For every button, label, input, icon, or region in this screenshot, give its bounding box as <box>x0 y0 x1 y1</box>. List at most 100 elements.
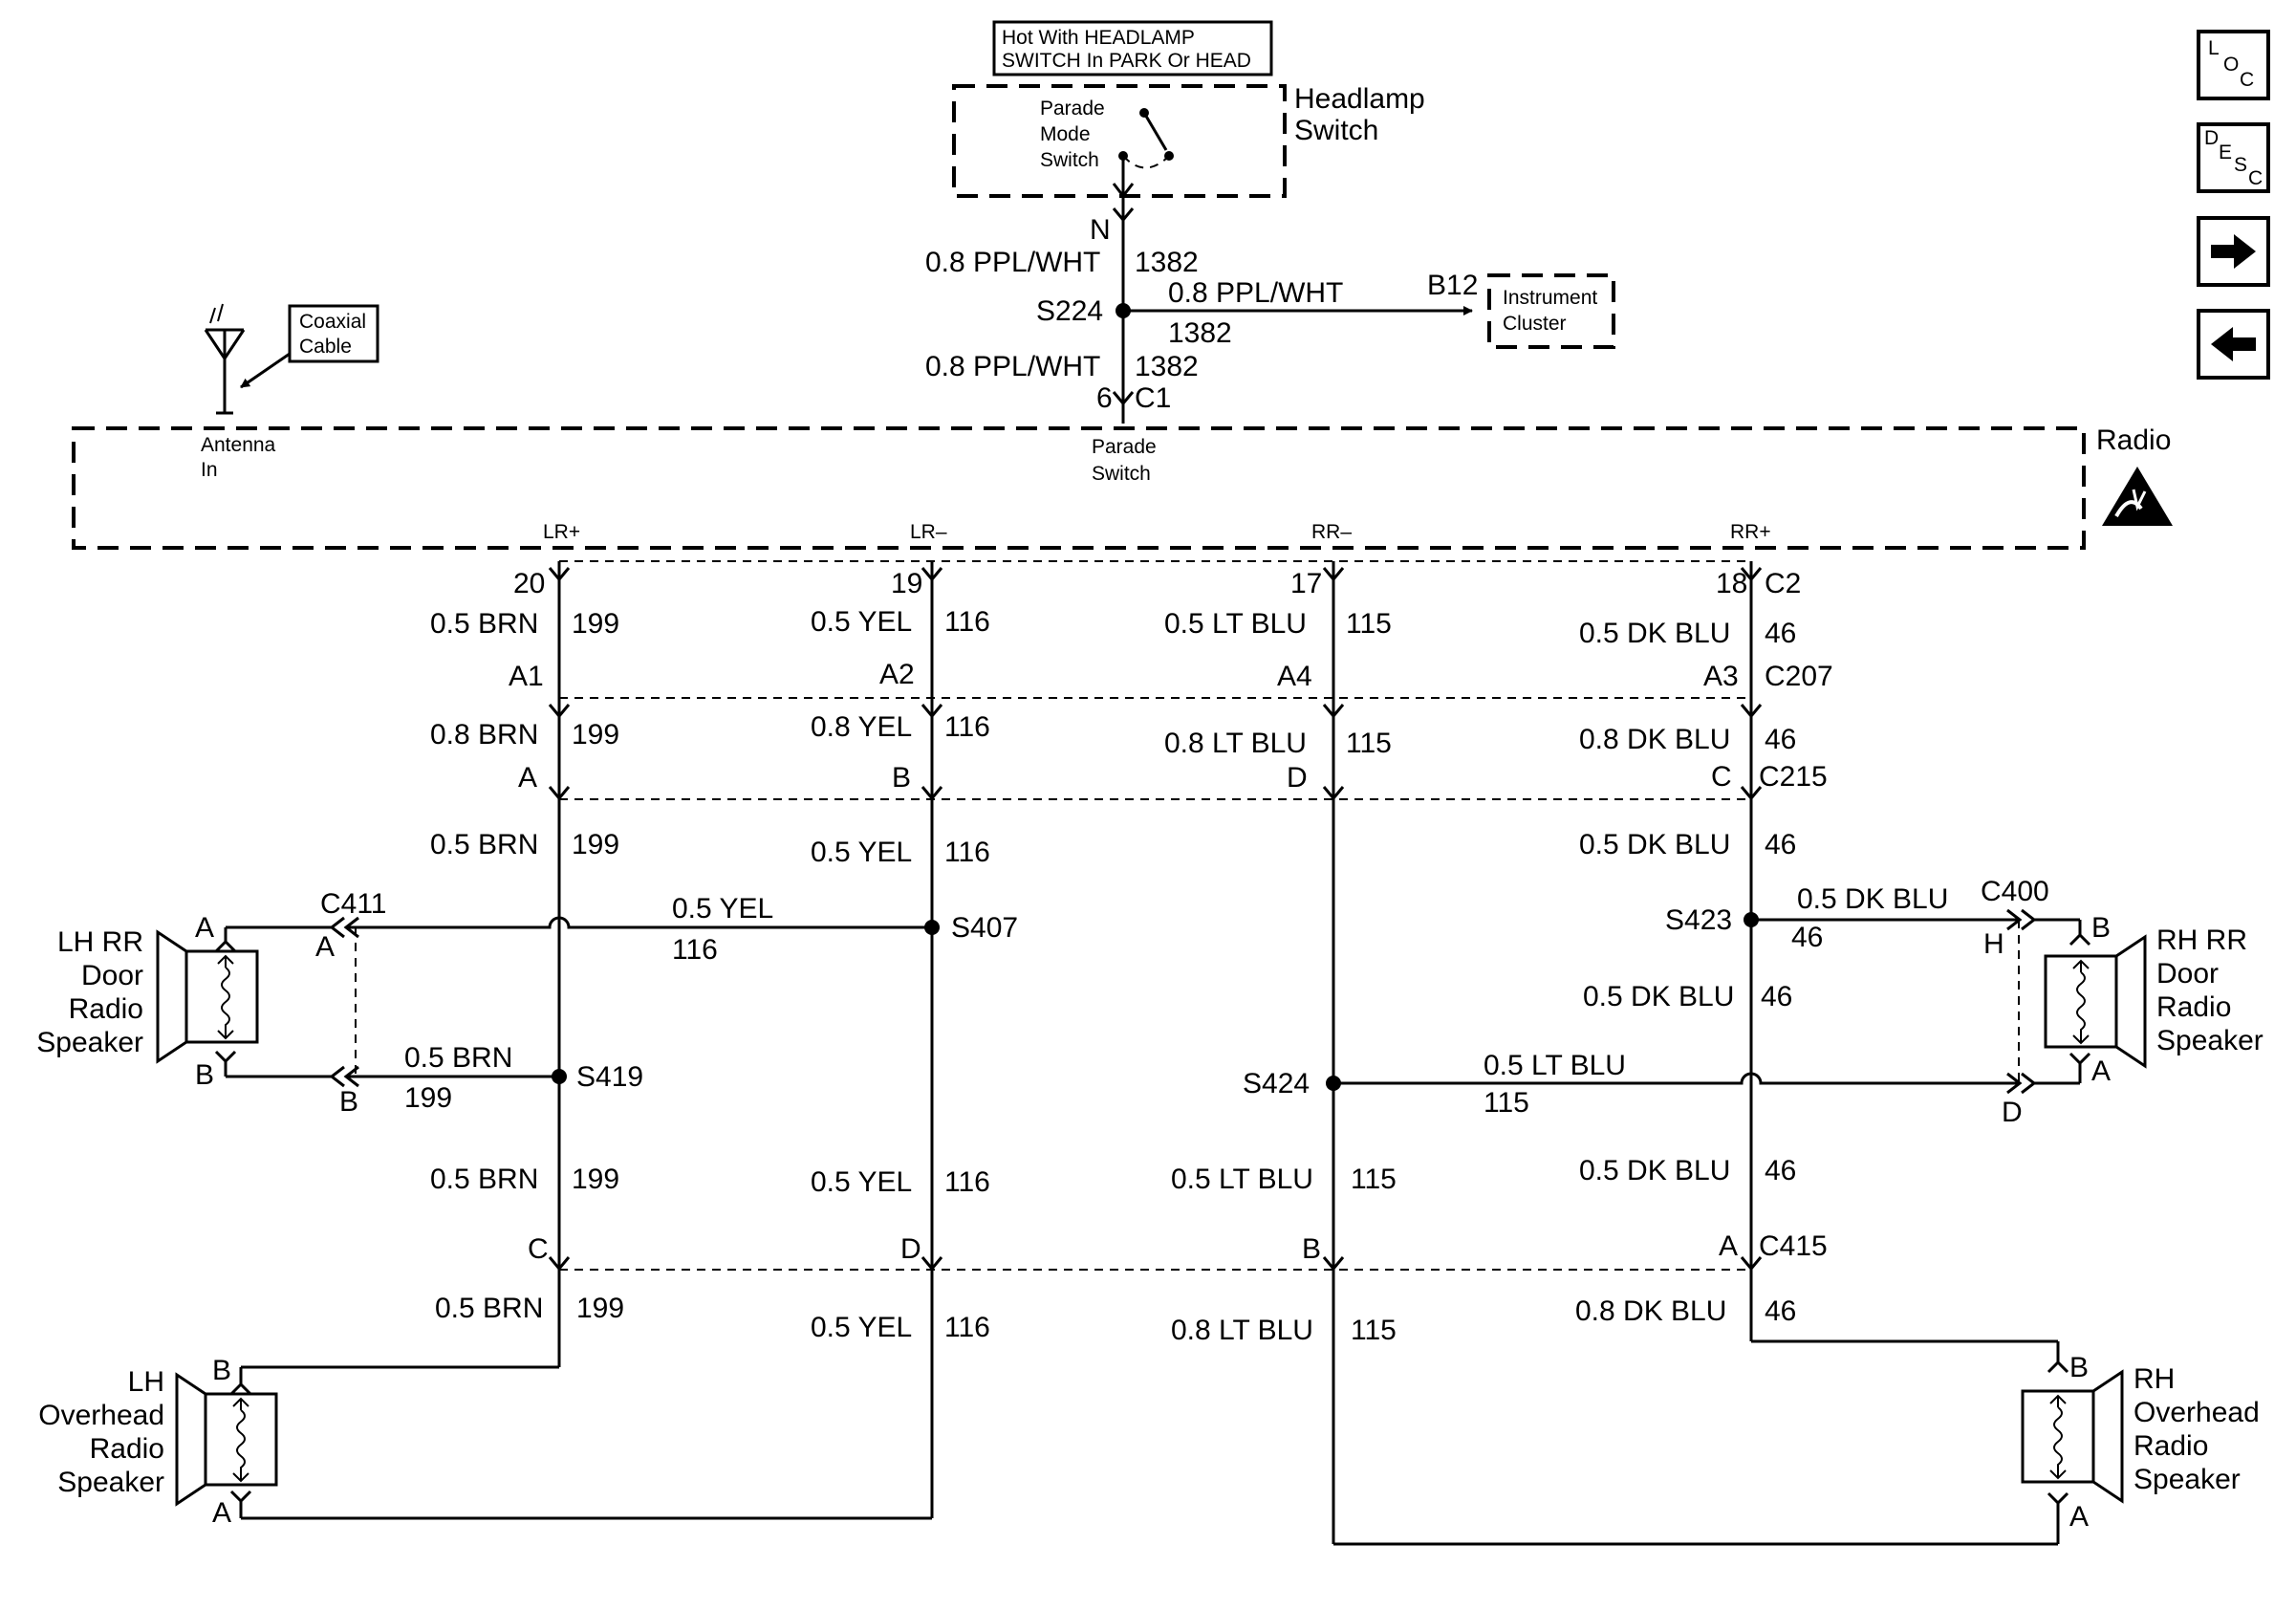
lr-minus-c215-pin: B <box>892 762 911 794</box>
c207-label: C207 <box>1765 661 1833 692</box>
lh-rr-door-pin-a: A <box>195 912 214 944</box>
lr-minus-seg5-wire: 0.5 YEL <box>811 1312 912 1343</box>
location-button[interactable]: L O C <box>2197 30 2270 100</box>
channel-lr-plus: 20 0.5 BRN 199 A1 0.8 BRN 199 A 0.5 BRN … <box>404 561 643 1367</box>
description-button-letter-4: C <box>2248 167 2263 189</box>
headlamp-switch-outline <box>952 84 1287 198</box>
splice-s407-label: S407 <box>951 912 1018 944</box>
c400-pin-d: D <box>2002 1097 2023 1128</box>
parade-mode-label-1: Parade <box>1040 98 1105 120</box>
lr-minus-seg2-circuit: 116 <box>944 711 990 743</box>
splice-s419-label: S419 <box>576 1061 643 1093</box>
previous-page-button[interactable] <box>2197 309 2270 380</box>
rr-plus-seg4-wire: 0.5 DK BLU <box>1579 1155 1730 1186</box>
lh-rr-door-label-3: Radio <box>69 993 143 1025</box>
radio-channel-rr-plus: RR+ <box>1730 521 1771 543</box>
splice-s224-label: S224 <box>1036 295 1103 327</box>
radio-antenna-label-2: In <box>201 459 218 481</box>
lr-plus-seg5-circuit: 199 <box>576 1293 624 1324</box>
rr-minus-c415-pin: B <box>1302 1233 1321 1265</box>
rr-plus-c415-pin: A <box>1719 1230 1738 1262</box>
rr-minus-seg2-circuit: 115 <box>1346 728 1392 759</box>
parade-circuit: 0.8 PPL/WHT 1382 S224 0.8 PPL/WHT 1382 B… <box>925 196 1478 424</box>
lr-plus-seg4-circuit: 199 <box>572 1164 619 1195</box>
instrument-cluster-line2: Cluster <box>1503 313 1567 335</box>
rr-plus-seg3b-wire: 0.5 DK BLU <box>1583 981 1734 1012</box>
lh-overhead-label-4: Speaker <box>57 1467 164 1498</box>
splice-s423-label: S423 <box>1665 904 1732 936</box>
lr-plus-seg1-circuit: 199 <box>572 608 619 640</box>
location-button-letter-3: C <box>2240 69 2254 91</box>
parade-branch-circuit: 1382 <box>1168 317 1232 349</box>
lr-plus-seg3-circuit: 199 <box>572 829 619 860</box>
headlamp-switch-title-1: Headlamp <box>1294 83 1425 115</box>
lh-rr-door-speaker: A B LH RR Door Radio Speaker <box>36 912 259 1091</box>
channel-lr-minus: 19 0.5 YEL 116 A2 0.8 YEL 116 B 0.5 YEL … <box>672 561 1018 1518</box>
location-button-letter-1: L <box>2208 37 2220 59</box>
rr-plus-radio-pin: 18 <box>1716 568 1747 599</box>
lr-plus-c215-pin: A <box>518 762 537 794</box>
lh-overhead-label-3: Radio <box>90 1433 164 1465</box>
parade-lower-wire: 0.8 PPL/WHT <box>925 351 1100 382</box>
rr-minus-seg1-circuit: 115 <box>1346 608 1392 640</box>
lr-minus-c207-pin: A2 <box>879 659 915 690</box>
radio-channel-lr-minus: LR– <box>910 521 947 543</box>
instrument-cluster-line1: Instrument <box>1503 287 1597 309</box>
rr-minus-seg5-wire: 0.8 LT BLU <box>1171 1315 1313 1346</box>
description-button-letter-1: D <box>2204 127 2219 149</box>
c415-label: C415 <box>1759 1230 1828 1262</box>
rr-plus-seg3b-circuit: 46 <box>1761 981 1792 1012</box>
parade-upper-wire: 0.8 PPL/WHT <box>925 247 1100 278</box>
next-page-button[interactable] <box>2197 216 2270 287</box>
lr-minus-seg3-circuit: 116 <box>944 837 990 868</box>
lr-minus-seg1-wire: 0.5 YEL <box>811 606 912 638</box>
rh-rr-door-wiring: C400 H D <box>1333 876 2080 1128</box>
rr-plus-seg4-circuit: 46 <box>1765 1155 1796 1186</box>
feed-label-line1: Hot With HEADLAMP <box>1002 27 1195 49</box>
lr-plus-branch-wire: 0.5 BRN <box>404 1042 512 1074</box>
headlamp-switch: Headlamp Switch Parade Mode Switch N <box>952 83 1425 246</box>
rh-overhead-pin-a: A <box>2069 1501 2089 1533</box>
lr-plus-branch-circuit: 199 <box>404 1082 452 1114</box>
lr-plus-seg4-wire: 0.5 BRN <box>430 1164 538 1195</box>
esd-warning-icon <box>2102 467 2173 526</box>
parade-mode-label-2: Mode <box>1040 123 1091 145</box>
radio-channel-lr-plus: LR+ <box>543 521 580 543</box>
lr-plus-seg5-wire: 0.5 BRN <box>435 1293 543 1324</box>
overhead-wiring <box>241 1339 2058 1546</box>
cluster-terminal: B12 <box>1427 270 1478 301</box>
rh-overhead-speaker: B A RH Overhead Radio Speaker <box>2021 1341 2260 1544</box>
rh-rr-door-label-4: Speaker <box>2156 1025 2264 1056</box>
rr-plus-branch-wire: 0.5 DK BLU <box>1797 883 1948 915</box>
parade-mode-label-3: Switch <box>1040 149 1099 171</box>
channel-rr-plus: 18 C2 0.5 DK BLU 46 A3 C207 0.8 DK BLU 4… <box>1575 561 1948 1341</box>
lh-rr-door-label-2: Door <box>81 960 143 991</box>
c400-pin-h: H <box>1983 928 2004 960</box>
rh-rr-door-speaker: B A RH RR Door Radio Speaker <box>2044 912 2264 1087</box>
radio-c1-connector: C1 <box>1135 382 1171 414</box>
rr-minus-seg4-wire: 0.5 LT BLU <box>1171 1164 1313 1195</box>
c215-label: C215 <box>1759 761 1828 793</box>
radio-title: Radio <box>2096 424 2171 456</box>
description-button-letter-3: S <box>2234 154 2247 176</box>
lr-minus-c415-pin: D <box>900 1233 921 1265</box>
lh-rr-door-label-1: LH RR <box>57 926 143 958</box>
rh-rr-door-pin-a: A <box>2091 1055 2111 1087</box>
lh-rr-door-pin-b: B <box>195 1059 214 1091</box>
rr-plus-c207-pin: A3 <box>1703 661 1739 692</box>
description-button[interactable]: D E S C <box>2197 122 2270 193</box>
rr-minus-seg1-wire: 0.5 LT BLU <box>1164 608 1307 640</box>
radio-c1-pin: 6 <box>1096 382 1113 414</box>
parade-branch-wire: 0.8 PPL/WHT <box>1168 277 1343 309</box>
channel-rr-minus: 17 0.5 LT BLU 115 A4 0.8 LT BLU 115 D S4… <box>1164 561 1626 1544</box>
rh-overhead-label-4: Speaker <box>2134 1464 2241 1495</box>
coax-label-line1: Coaxial <box>299 311 366 333</box>
rr-plus-seg3-circuit: 46 <box>1765 829 1796 860</box>
radio-c2-connector: C2 <box>1765 568 1801 599</box>
splice-s424-label: S424 <box>1243 1068 1310 1099</box>
antenna-icon <box>204 303 246 415</box>
rh-rr-door-pin-b: B <box>2091 912 2111 944</box>
lr-plus-seg3-wire: 0.5 BRN <box>430 829 538 860</box>
lr-plus-seg2-circuit: 199 <box>572 719 619 751</box>
